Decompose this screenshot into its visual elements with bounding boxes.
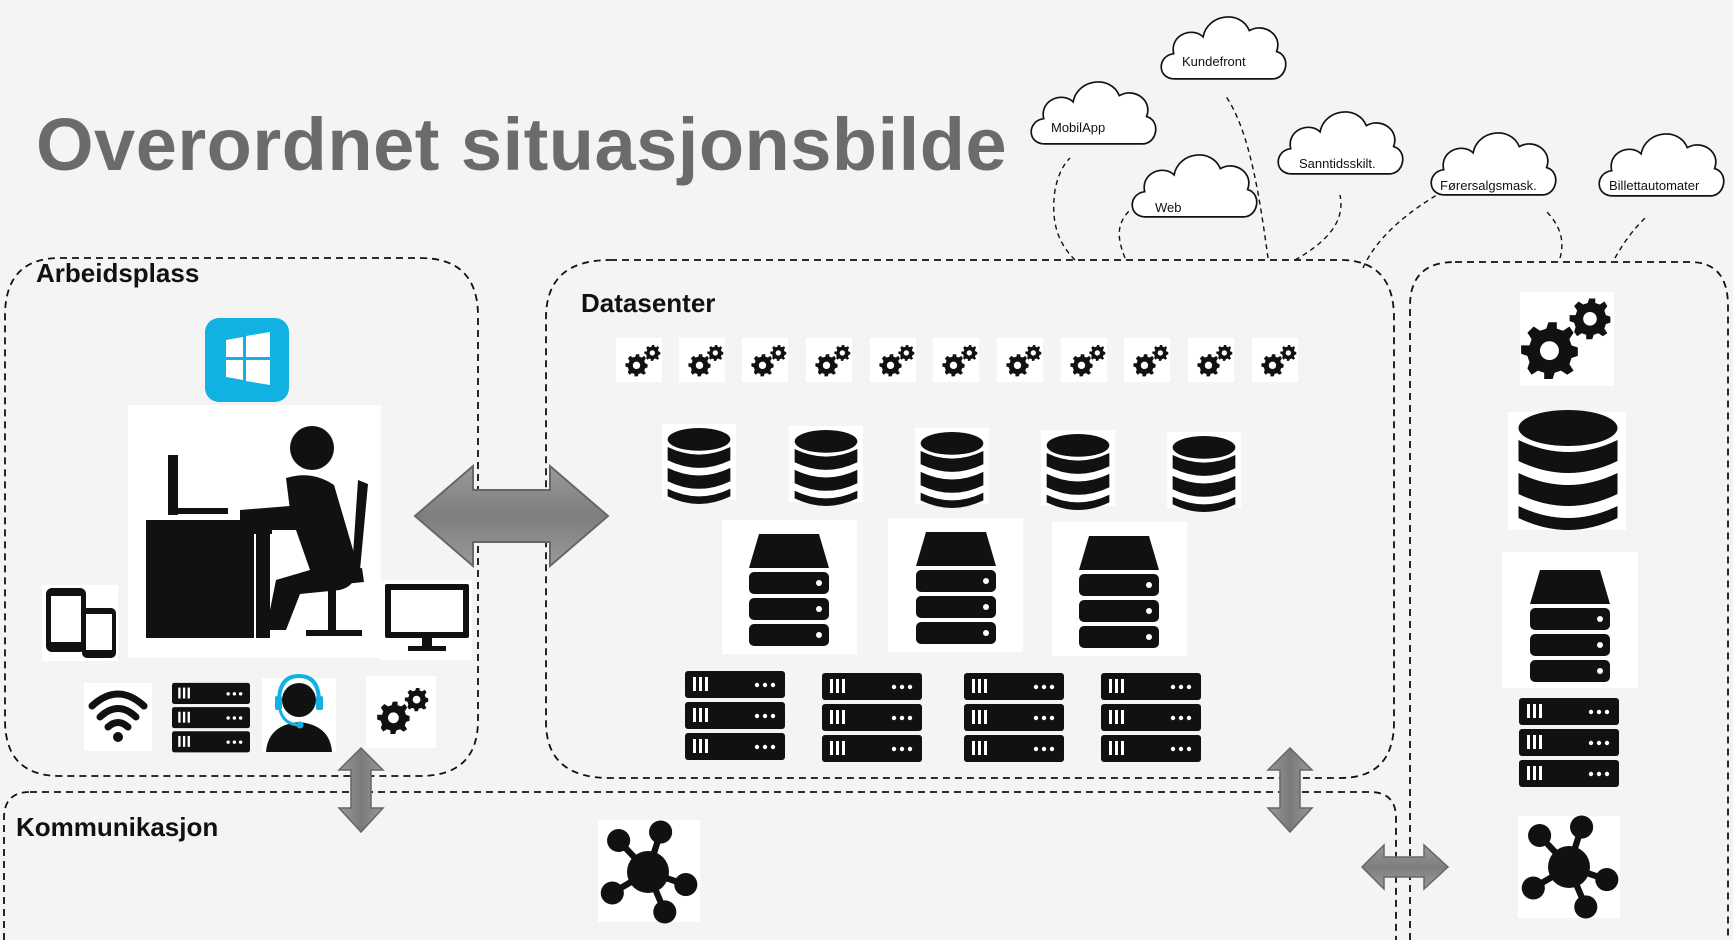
zone-kommunikasjon [3,791,1397,940]
zone-right [1409,261,1729,940]
network-hub-icon [1518,816,1620,919]
database-icon [1167,432,1241,512]
storage-server-icon [722,520,857,654]
database-icon [1508,410,1626,530]
server-rack-icon [822,673,922,762]
gears-icon [679,338,725,382]
server-rack-icon [172,682,250,753]
storage-server-icon [1052,522,1187,656]
zone-datasenter [545,259,1395,779]
connector-kundefront [1224,94,1269,259]
arrow-arbeidsplass-kommunikasjon [337,746,385,834]
wifi-icon [84,683,152,751]
cloud-connectors [1053,94,1646,269]
server-rack-icon [1519,698,1619,787]
gears-icon [1061,338,1107,382]
cloud-label-mobilapp: MobilApp [1051,120,1105,135]
datasenter-databases-row [662,424,1241,512]
datasenter-racks-row [685,671,1201,762]
connector-forersalgsmask-left [1362,189,1446,269]
zone-label-kommunikasjon: Kommunikasjon [16,812,219,842]
gears-icon [366,676,436,748]
arrow-datasenter-kommunikasjon [1266,746,1314,834]
cloud-label-sanntidsskilt: Sanntidsskilt. [1299,156,1376,171]
server-rack-icon [1101,673,1201,762]
connector-billettautomater [1614,217,1646,259]
cloud-billettautomater: Billettautomater [1598,133,1725,197]
gears-icon [1124,338,1170,382]
gears-icon [1252,338,1298,382]
connector-web [1118,209,1131,259]
storage-server-icon [1502,552,1638,688]
zone-label-datasenter: Datasenter [581,288,716,318]
page-title: Overordnet situasjonsbilde [36,103,1008,186]
datasenter-gears-row [616,338,1298,382]
network-hub-icon [598,820,700,923]
cloud-web: Web [1131,154,1258,218]
tablet-phone-icon [42,585,118,661]
monitor-icon [380,580,472,660]
cloud-forersalgsmask: Førersalgsmask. [1430,132,1557,196]
gears-icon [1188,338,1234,382]
person-at-computer-icon [128,405,381,658]
cloud-mobilapp: MobilApp [1030,81,1157,145]
database-icon [1041,430,1115,510]
gears-icon [1520,292,1614,386]
datasenter-storage-row [722,518,1187,656]
database-icon [915,428,989,508]
arrow-arbeidsplass-datasenter [413,463,610,569]
zone-boxes [3,257,1729,940]
gears-icon [806,338,852,382]
cloud-label-forersalgsmask: Førersalgsmask. [1440,178,1537,193]
cloud-label-billettautomater: Billettautomater [1609,178,1700,193]
support-agent-icon [262,673,336,752]
gears-icon [933,338,979,382]
connector-forersalgsmask-right [1544,209,1563,259]
cloud-label-kundefront: Kundefront [1182,54,1246,69]
zone-arbeidsplass [4,257,479,777]
cloud-sanntidsskilt: Sanntidsskilt. [1277,111,1404,175]
storage-server-icon [888,518,1023,652]
connector-mobilapp [1053,157,1076,261]
database-icon [662,424,736,504]
gears-icon [997,338,1043,382]
cloud-label-web: Web [1155,200,1182,215]
server-rack-icon [964,673,1064,762]
gears-icon [616,338,662,382]
server-rack-icon [685,671,785,760]
database-icon [789,426,863,506]
gears-icon [870,338,916,382]
connector-sanntidsskilt [1294,194,1342,261]
zone-label-arbeidsplass: Arbeidsplass [36,258,200,288]
windows-logo-icon [205,318,289,402]
gears-icon [742,338,788,382]
cloud-kundefront: Kundefront [1160,16,1287,80]
arrow-kommunikasjon-right [1360,843,1450,891]
